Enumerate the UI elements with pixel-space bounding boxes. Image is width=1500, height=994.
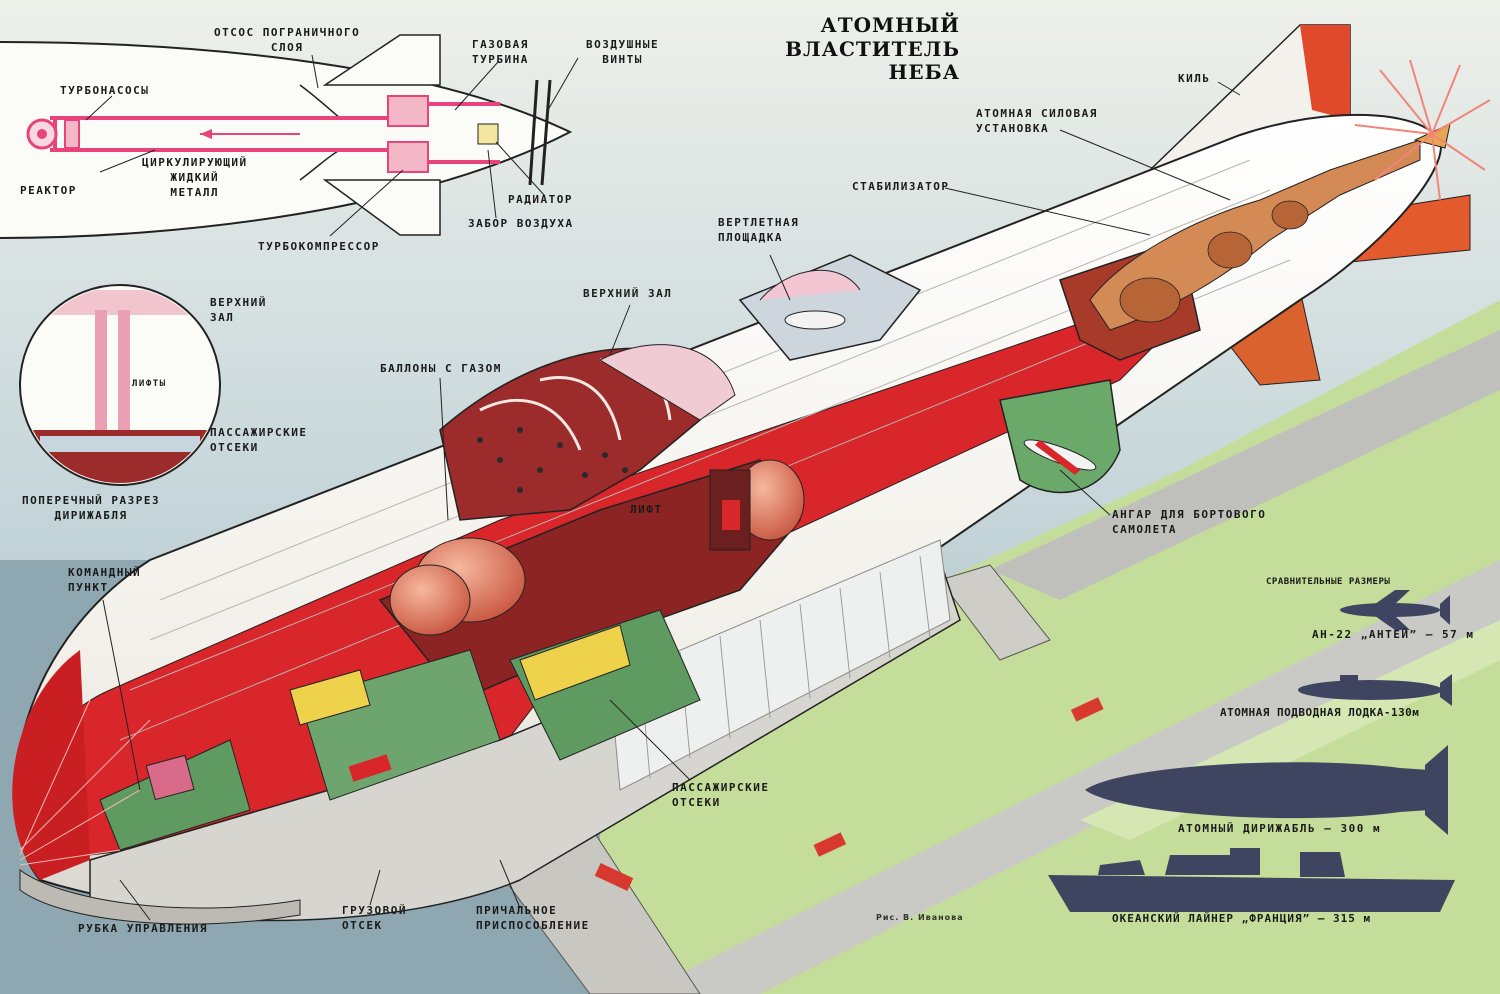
passenger-deck-cabins [519,624,631,701]
command-post-building [145,754,195,801]
label-turbocompressor: ТУРБОКОМПРЕССОР [258,240,380,253]
label-reactor: РЕАКТОР [20,184,77,197]
label-cs-passenger: ПАССАЖИРСКИЕ ОТСЕКИ [210,426,308,454]
label-command-post: КОМАНДНЫЙ ПУНКТ [68,566,142,594]
lift-car [722,500,740,530]
runway-strip [990,330,1500,600]
ground-car [594,863,634,891]
label-comparison-submarine: АТОМНАЯ ПОДВОДНАЯ ЛОДКА-130м [1220,706,1420,719]
schematic-upper-fin [322,34,441,86]
nose-ribs [19,699,151,866]
airship-silhouette [1085,745,1448,835]
title-line: ВЛАСТИТЕЛЬ [785,36,960,61]
upper-hall-dome [598,344,736,421]
label-nuclear-power-plant: АТОМНАЯ СИЛОВАЯ УСТАНОВКА [976,107,1098,135]
label-air-intake: ЗАБОР ВОЗДУХА [468,217,574,230]
label-cargo: ГРУЗОВОЙ ОТСЕК [342,904,407,932]
tail-propeller [1354,59,1491,201]
cargo-truck [348,754,392,782]
turbocompressor-box [387,141,429,173]
label-radiator: РАДИАТОР [508,193,573,206]
title-line: НЕБА [888,60,960,85]
label-turbopumps: ТУРБОНАСОСЫ [60,84,150,97]
schematic-lower-fin [322,179,441,236]
cargo-deck-top [289,669,371,726]
label-lift: ЛИФТ [630,503,663,516]
comparison-silhouettes [1048,590,1455,912]
control-cabin [19,869,301,925]
label-upper-hall: ВЕРХНИЙ ЗАЛ [583,287,673,300]
engine-schematic-outline [0,41,573,239]
gas-cylinder [389,564,471,636]
label-boundary-layer-suction: ОТСОС ПОГРАНИЧНОГО СЛОЯ [214,26,361,54]
radiator-box [477,123,499,145]
helipad-cutaway [738,254,922,361]
poster-title: АТОМНЫЙ ВЛАСТИТЕЛЬ НЕБА [760,13,960,85]
label-helipad: ВЕРТЛЕТНАЯ ПЛОЩАДКА [718,216,800,244]
label-stabilizer: СТАБИЛИЗАТОР [852,180,950,193]
label-gas-cylinders: БАЛЛОНЫ С ГАЗОМ [380,362,502,375]
an22-silhouette [1340,590,1450,630]
ocean-liner-silhouette [1048,848,1455,912]
illustration-credit: Рис. В. Иванова [876,913,964,922]
label-passenger-compartments: ПАССАЖИРСКИЕ ОТСЕКИ [672,781,770,809]
ground-car [813,832,847,857]
label-cs-upper-hall: ВЕРХНИЙ ЗАЛ [210,296,267,324]
label-comparison-airship: АТОМНЫЙ ДИРИЖАБЛЬ — 300 м [1178,822,1382,835]
label-control-cabin: РУБКА УПРАВЛЕНИЯ [78,922,208,935]
submarine-silhouette [1298,674,1452,706]
label-keel: КИЛЬ [1178,72,1211,85]
turbopump [64,119,80,149]
helicopter [784,310,846,330]
label-cs-lifts: ЛИФТЫ [132,379,167,389]
onboard-airplane [1023,439,1097,475]
label-comparison-an22: АН-22 „АНТЕЙ” — 57 м [1312,628,1475,641]
schematic-propeller [528,79,552,186]
gas-turbine-box [387,95,429,127]
tail-keel-fin-red [1300,25,1350,120]
label-comparison-liner: ОКЕАНСКИЙ ЛАЙНЕР „ФРАНЦИЯ” — 315 м [1112,912,1372,925]
label-gas-turbine: ГАЗОВАЯ ТУРБИНА [472,38,529,66]
label-liquid-metal: ЦИРКУЛИРУЮЩИЙ ЖИДКИЙ МЕТАЛЛ [142,156,248,199]
hull-nose-red [12,650,91,880]
passenger-windows [609,539,951,791]
label-air-propellers: ВОЗДУШНЫЕ ВИНТЫ [586,38,660,66]
label-hangar: АНГАР ДЛЯ БОРТОВОГО САМОЛЕТА [1112,508,1267,536]
label-comparison-heading: СРАВНИТЕЛЬНЫЕ РАЗМЕРЫ [1266,577,1391,587]
title-line: АТОМНЫЙ [820,13,960,37]
mooring-pier [939,564,1051,661]
label-mooring: ПРИЧАЛЬНОЕ ПРИСПОСОБЛЕНИЕ [476,904,590,932]
runway-strip [640,560,1500,994]
leader-lines [85,54,1241,921]
label-cross-section-caption: ПОПЕРЕЧНЫЙ РАЗРЕЗ ДИРИЖАБЛЯ [22,494,161,522]
ground-car [1070,697,1104,722]
helipad-dome [759,269,861,301]
